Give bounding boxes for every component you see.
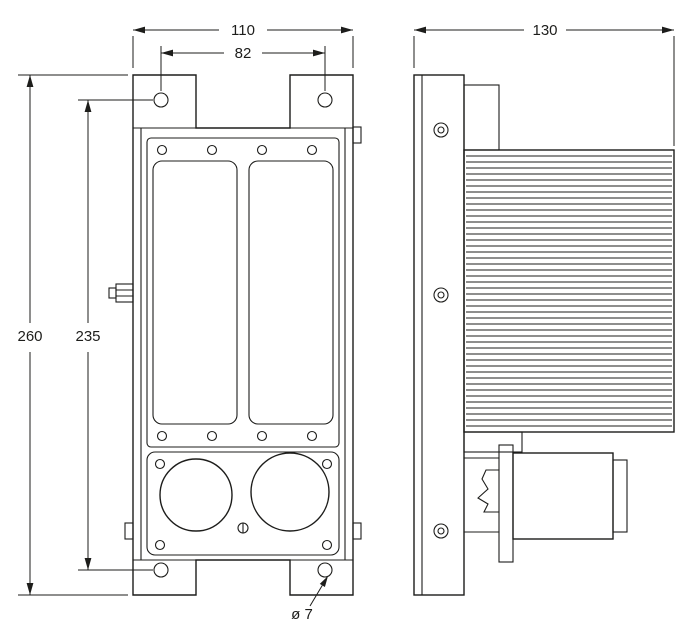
dimension-overall-depth: 130	[413, 22, 675, 146]
panel-screw	[306, 430, 318, 442]
arrowhead	[26, 583, 34, 595]
latch-clip	[477, 469, 500, 513]
dim-overall-depth-label: 130	[532, 22, 557, 39]
arrowhead	[341, 26, 353, 34]
connector-socket-left	[159, 458, 233, 532]
connector-body	[512, 452, 614, 540]
plate-screw-head	[433, 287, 449, 303]
panel-screw	[156, 430, 168, 442]
panel-screw	[256, 430, 268, 442]
mounting-hole-bottom-right	[317, 562, 333, 578]
heatsink-fins	[466, 155, 672, 427]
arrowhead	[161, 49, 173, 57]
connector-end-cap	[612, 459, 628, 533]
arrowhead	[133, 26, 145, 34]
mounting-hole-top-left	[153, 92, 169, 108]
arrowhead	[26, 75, 34, 87]
edge-tab	[352, 522, 362, 540]
panel-screw	[306, 144, 318, 156]
panel-screw	[206, 144, 218, 156]
plate-screw-center	[437, 291, 445, 299]
panel-corner-screw	[321, 539, 333, 551]
dimension-overall-height: 260	[17, 74, 128, 596]
plate-screw-head	[433, 523, 449, 539]
plate-screw-center	[437, 527, 445, 535]
mounting-hole-top-right	[317, 92, 333, 108]
arrowhead	[319, 576, 328, 587]
module-slot-right	[248, 160, 334, 425]
dim-hole-diameter-label: ø 7	[291, 606, 313, 623]
panel-screw	[206, 430, 218, 442]
dimension-hole-spacing-horizontal: 82	[160, 45, 326, 91]
edge-tab	[124, 522, 134, 540]
arrowhead	[84, 100, 92, 112]
arrowhead	[313, 49, 325, 57]
panel-corner-screw	[321, 458, 333, 470]
arrowhead	[414, 26, 426, 34]
dim-hole-spacing-horizontal-label: 82	[235, 45, 252, 62]
arrowhead	[84, 558, 92, 570]
panel-corner-screw	[154, 539, 166, 551]
panel-corner-screw	[154, 458, 166, 470]
mounting-hole-bottom-left	[153, 562, 169, 578]
connector-socket-right	[250, 452, 330, 532]
module-area-frame	[146, 137, 340, 448]
panel-screw	[156, 144, 168, 156]
leader-line	[309, 585, 323, 607]
arrowhead	[662, 26, 674, 34]
dim-overall-width-label: 110	[231, 22, 255, 39]
side-connector-stub-tip	[108, 287, 117, 299]
panel-screw	[256, 144, 268, 156]
dimension-hole-diameter: ø 7	[291, 576, 328, 623]
module-slot-left	[152, 160, 238, 425]
side-connector-stub	[115, 283, 134, 303]
side-top-block	[463, 84, 500, 151]
dimension-hole-spacing-vertical: 235	[75, 99, 153, 571]
dimension-overall-width: 110	[132, 22, 354, 68]
front-view	[108, 74, 362, 596]
plate-screw-head	[433, 122, 449, 138]
side-step-block	[463, 431, 523, 453]
side-view	[413, 74, 675, 596]
connector-panel	[146, 451, 340, 556]
plate-screw-center	[437, 126, 445, 134]
edge-tab	[352, 126, 362, 144]
dim-hole-spacing-vertical-label: 235	[75, 328, 100, 345]
dim-overall-height-label: 260	[17, 328, 42, 345]
heatsink-body	[463, 149, 675, 433]
connector-flange	[498, 444, 514, 563]
